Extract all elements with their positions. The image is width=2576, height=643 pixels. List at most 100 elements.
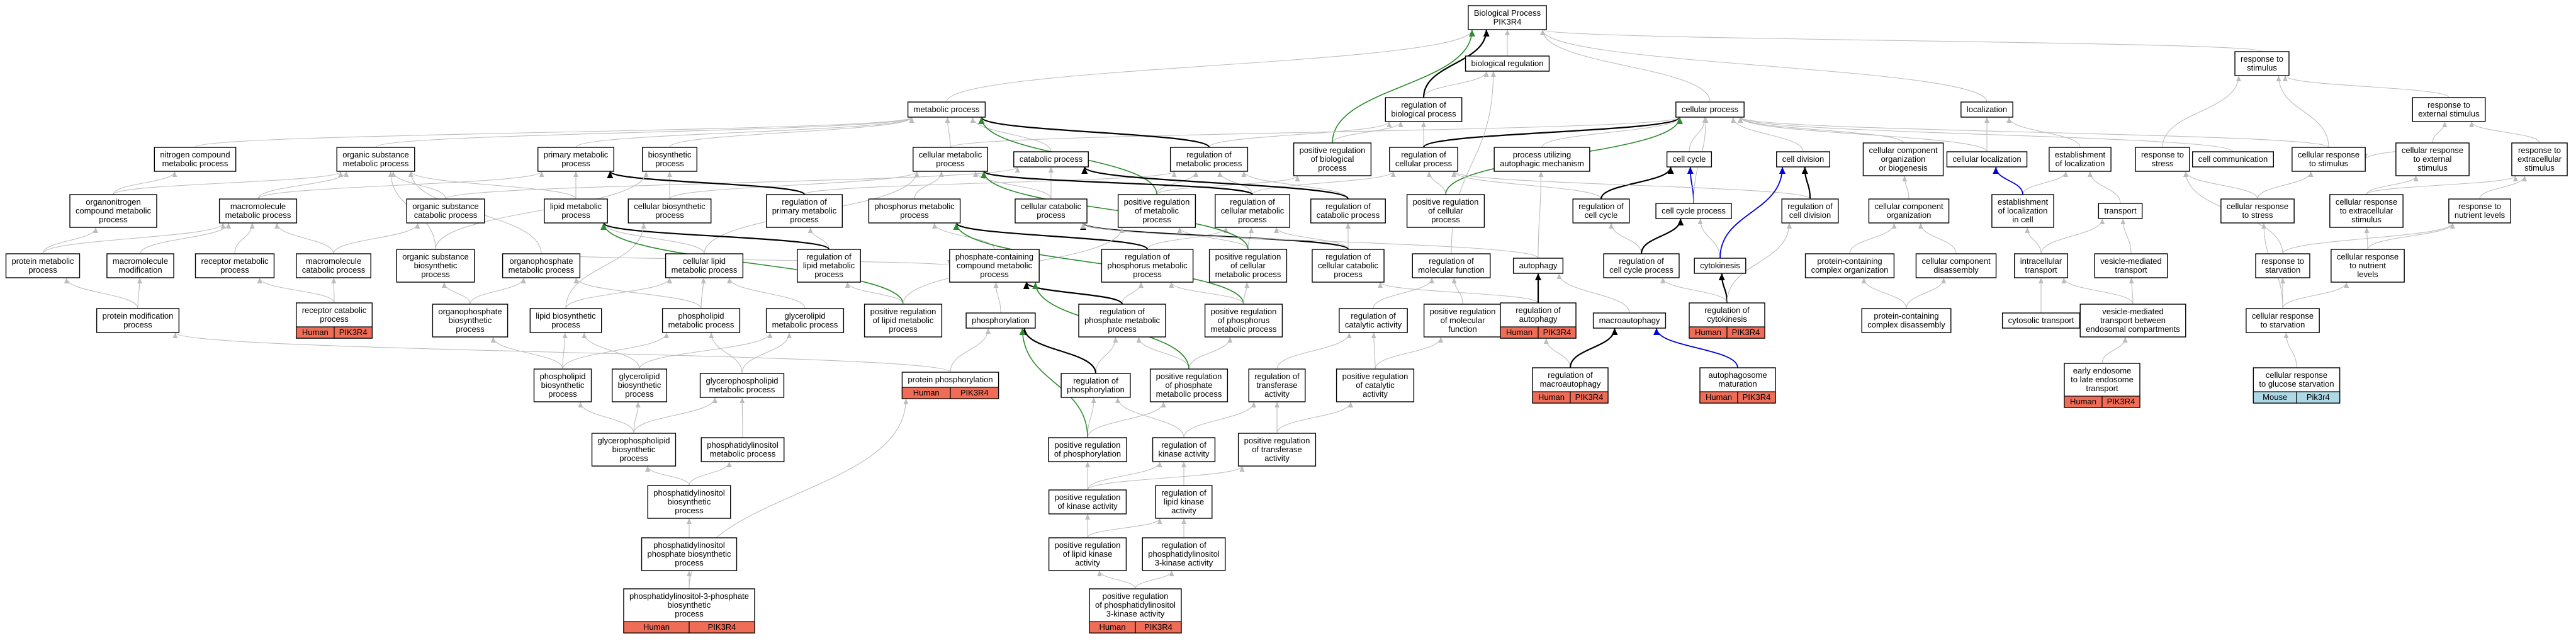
go-term-cytosolic-transport[interactable]: cytosolic transport [2001, 312, 2081, 329]
go-term-transport[interactable]: transport [2098, 203, 2143, 219]
go-term-bioreg[interactable]: biological regulation [1465, 55, 1550, 72]
go-term-cell-comm[interactable]: cell communication [2192, 151, 2274, 168]
go-term-cell-cycle[interactable]: cell cycle [1666, 151, 1713, 168]
go-term-metab[interactable]: metabolic process [907, 101, 986, 118]
go-term-catab[interactable]: catabolic process [1013, 151, 1089, 168]
go-term-macroautophagy[interactable]: macroautophagy [1592, 312, 1667, 329]
go-term-autophagy[interactable]: autophagy [1512, 258, 1564, 274]
go-term-cell-cycle-proc[interactable]: cell cycle process [1655, 203, 1732, 219]
go-term-cellular-proc[interactable]: cellular process [1675, 101, 1745, 118]
go-term-cell-loc[interactable]: cellular localization [1946, 151, 2028, 168]
go-term-reg-pi3k[interactable]: regulation ofphosphatidylinositol3-kinas… [1142, 537, 1226, 571]
go-term-cell-div[interactable]: cell division [1776, 151, 1830, 168]
go-term-localization[interactable]: localization [1960, 101, 2013, 118]
go-term-cytokinesis[interactable]: cytokinesis [1694, 258, 1746, 274]
go-term-phosphorylation[interactable]: phosphorylation [965, 312, 1036, 329]
go-term-pi3p-biosyn[interactable]: phosphatidylinositol-3-phosphatebiosynth… [623, 588, 755, 634]
